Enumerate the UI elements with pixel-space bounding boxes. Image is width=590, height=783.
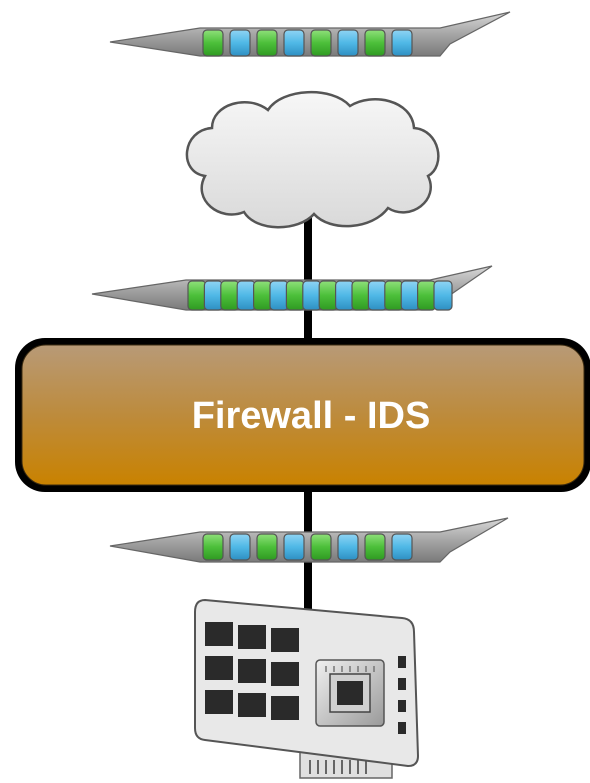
packet-blue xyxy=(236,280,256,311)
packet-green xyxy=(310,533,332,561)
cloud-icon xyxy=(185,90,440,229)
card-leds xyxy=(398,656,406,734)
packet-green xyxy=(187,280,207,311)
packet-blue xyxy=(302,280,322,311)
packet-green xyxy=(417,280,437,311)
packet-green xyxy=(318,280,338,311)
packet-green xyxy=(285,280,305,311)
card-ports xyxy=(205,622,299,720)
packet-blue xyxy=(283,533,305,561)
packet-green xyxy=(202,533,224,561)
packet-stream-middle xyxy=(91,265,493,311)
packet-blue xyxy=(269,280,289,311)
packet-green xyxy=(384,280,404,311)
packet-green xyxy=(364,533,386,561)
packet-blue xyxy=(433,280,453,311)
packet-blue xyxy=(229,29,251,57)
packet-blue xyxy=(391,29,413,57)
packet-green xyxy=(310,29,332,57)
packet-green xyxy=(220,280,240,311)
firewall-box: Firewall - IDS xyxy=(15,338,590,492)
packet-blue xyxy=(283,29,305,57)
network-card-icon xyxy=(194,598,420,779)
packet-green xyxy=(256,533,278,561)
packet-blue xyxy=(203,280,223,311)
packet-green xyxy=(202,29,224,57)
chip-icon xyxy=(315,659,385,727)
firewall-label: Firewall - IDS xyxy=(192,395,431,437)
packet-blue xyxy=(337,533,359,561)
packet-green xyxy=(351,280,371,311)
packet-green xyxy=(364,29,386,57)
packet-blue xyxy=(391,533,413,561)
packet-blue xyxy=(229,533,251,561)
packet-stream-top xyxy=(109,11,511,57)
packet-green xyxy=(256,29,278,57)
packet-blue xyxy=(400,280,420,311)
packet-blue xyxy=(367,280,387,311)
packet-stream-bottom xyxy=(109,517,509,563)
packet-blue xyxy=(335,280,355,311)
packet-blue xyxy=(337,29,359,57)
packet-green xyxy=(253,280,273,311)
